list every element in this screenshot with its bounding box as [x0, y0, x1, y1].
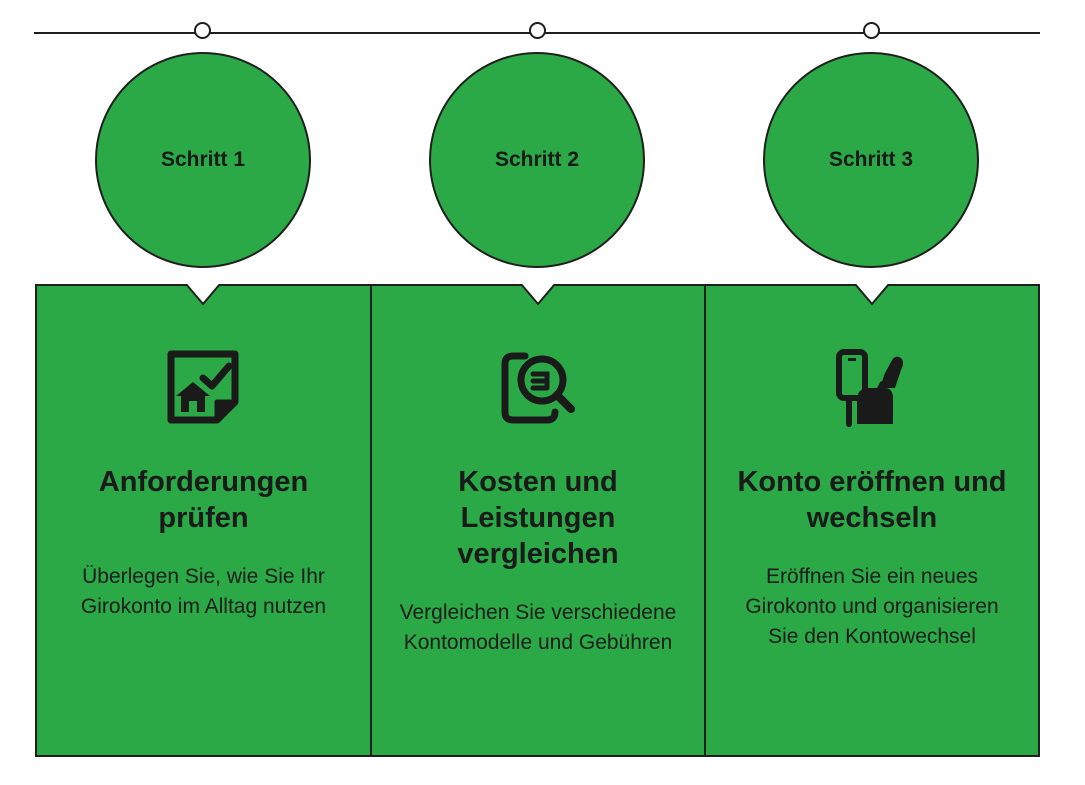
step-3-title: Konto eröffnen und wechseln — [737, 466, 1007, 534]
step-1-label: Schritt 1 — [160, 148, 246, 171]
step-3-pointer — [855, 284, 889, 306]
document-search-icon — [501, 352, 575, 424]
step-3-circle: Schritt 3 — [763, 52, 979, 268]
step-1-pointer — [186, 284, 220, 306]
house-checklist-icon — [167, 350, 238, 424]
step-2-circle: Schritt 2 — [429, 52, 645, 268]
timeline-node-3 — [863, 22, 880, 39]
step-3-description: Eröffnen Sie ein neues Girokonto und org… — [745, 565, 999, 648]
step-1-description: Überlegen Sie, wie Sie Ihr Girokonto im … — [80, 565, 327, 618]
timeline-node-2 — [529, 22, 546, 39]
step-3-label: Schritt 3 — [828, 148, 914, 171]
step-2-pointer — [521, 284, 555, 306]
step-2-description: Vergleichen Sie verschiedene Kontomodell… — [399, 601, 677, 654]
step-2-card: Kosten und Leistungen vergleichen Vergle… — [370, 284, 706, 757]
phone-hand-icon — [836, 349, 903, 427]
step-2-label: Schritt 2 — [494, 148, 580, 171]
step-1-circle: Schritt 1 — [95, 52, 311, 268]
step-3-card: Konto eröffnen und wechseln Eröffnen Sie… — [704, 284, 1040, 757]
step-2-title: Kosten und Leistungen vergleichen — [457, 466, 619, 570]
step-1-card: Anforderungen prüfen Überlegen Sie, wie … — [35, 284, 372, 757]
step-1-title: Anforderungen prüfen — [98, 466, 309, 534]
timeline-node-1 — [194, 22, 211, 39]
